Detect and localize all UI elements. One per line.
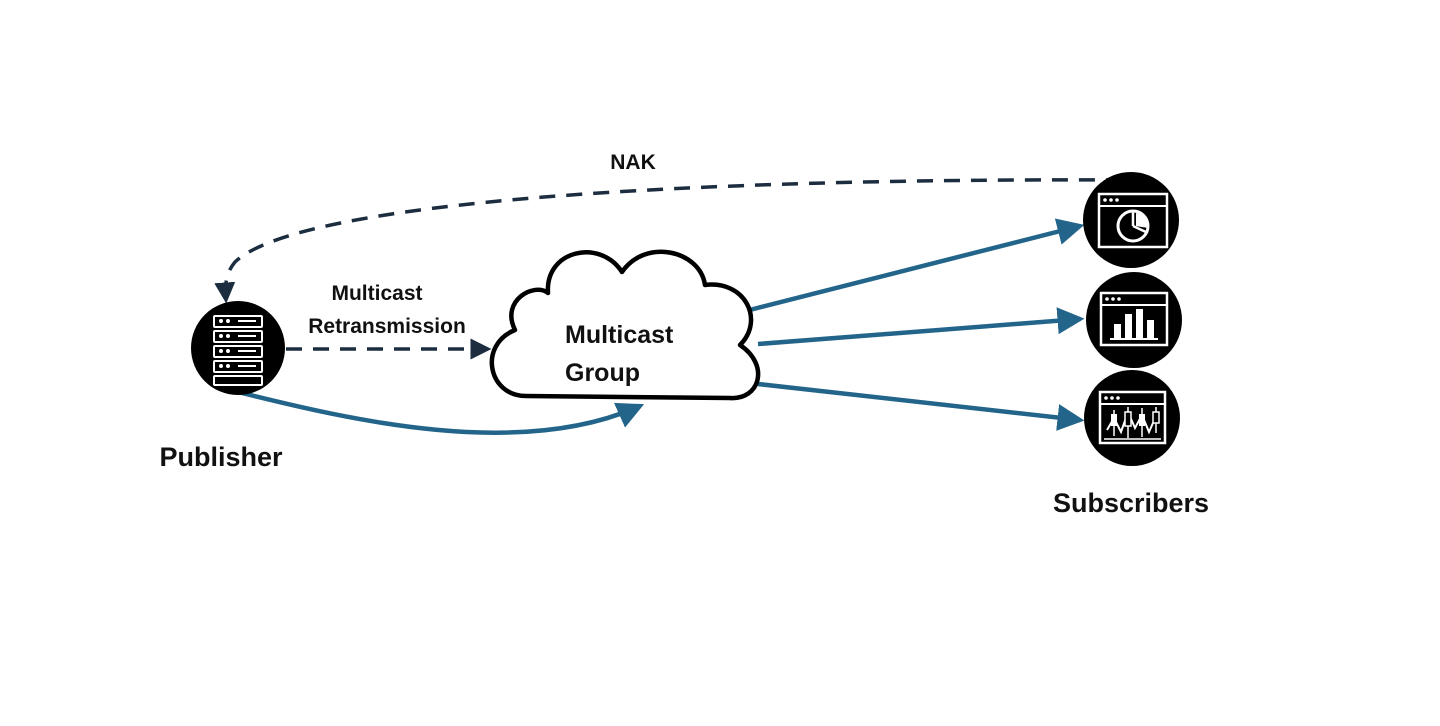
publish-arrow [237, 389, 645, 435]
pie-chart-window-icon [1097, 192, 1169, 249]
retransmission-label-line2: Retransmission [308, 315, 466, 338]
fanout-arrow-2 [757, 307, 1085, 347]
subscriber-node-1 [1083, 172, 1179, 268]
fanout-arrow-1 [725, 218, 1085, 319]
publisher-label: Publisher [159, 442, 283, 472]
server-icon [213, 315, 263, 386]
publisher-node [191, 301, 285, 395]
cloud-label-line2: Group [565, 359, 640, 387]
subscriber-node-3 [1084, 370, 1180, 466]
candlestick-chart-window-icon [1098, 390, 1167, 445]
cloud-icon [489, 249, 761, 401]
fanout-arrow-3 [757, 381, 1085, 431]
bar-chart-window-icon [1099, 291, 1169, 347]
nak-label: NAK [610, 151, 656, 174]
retransmission-label-line1: Multicast [331, 282, 422, 305]
nak-arrow [214, 178, 1123, 304]
subscribers-label: Subscribers [1053, 488, 1209, 518]
cloud-label-line1: Multicast [565, 321, 674, 349]
subscriber-node-2 [1086, 272, 1182, 368]
